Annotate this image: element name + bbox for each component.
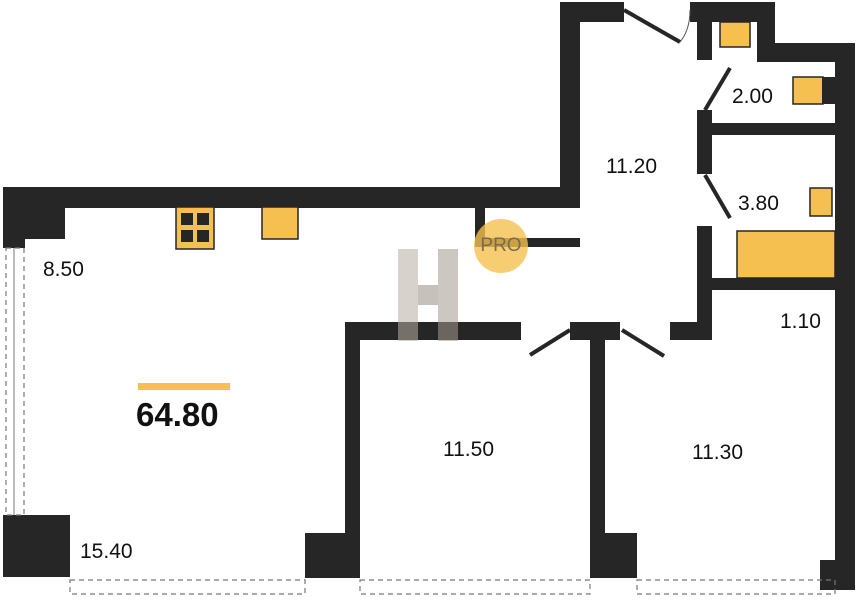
total-area-accent	[138, 383, 230, 390]
bath-sink-icon	[809, 187, 833, 217]
walls	[3, 2, 855, 590]
room-area-label: 11.50	[443, 438, 494, 461]
room-area-label: 15.40	[80, 540, 133, 563]
windows	[5, 247, 836, 595]
room-area-label: 11.20	[606, 155, 657, 178]
bathtub-icon	[736, 230, 836, 279]
pro-badge: PRO	[474, 219, 528, 273]
fixtures	[175, 21, 836, 279]
room-area-label: 2.00	[732, 85, 773, 108]
washbasin-icon	[719, 21, 751, 48]
room-area-label: 3.80	[738, 192, 779, 215]
doors	[528, 8, 732, 358]
kitchen-sink-icon	[261, 206, 299, 240]
toilet-icon	[792, 76, 824, 105]
logo-watermark	[398, 249, 458, 341]
room-area-label: 8.50	[43, 258, 84, 281]
room-area-label: 1.10	[780, 310, 821, 333]
total-area: 64.80	[136, 396, 219, 433]
room-area-label: 11.30	[692, 441, 743, 464]
